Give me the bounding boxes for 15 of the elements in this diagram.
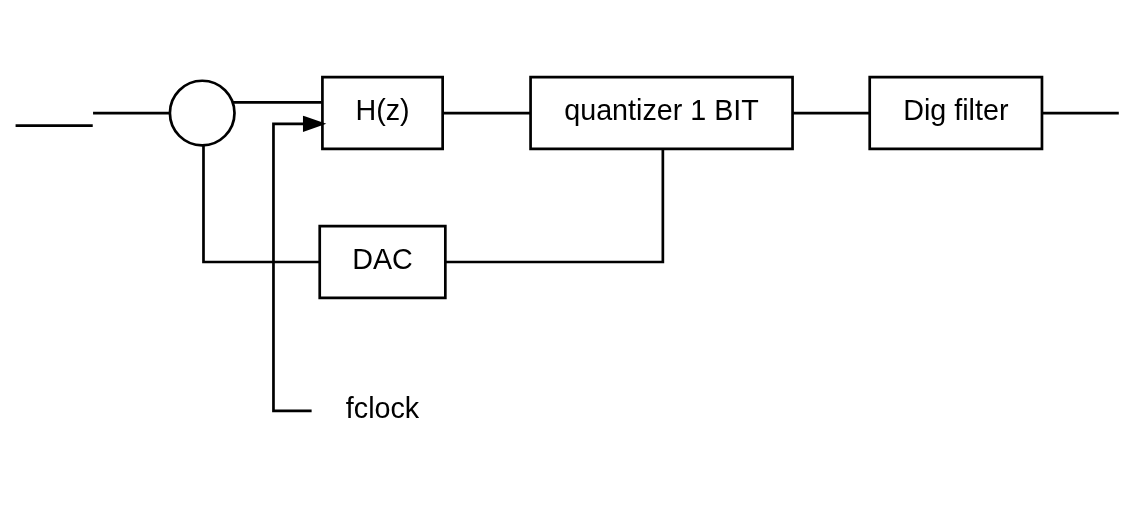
node-circle	[168, 79, 236, 147]
connector	[1042, 111, 1119, 115]
connector	[93, 111, 170, 115]
node-box: Dig filter	[868, 75, 1044, 151]
connector	[443, 111, 531, 115]
node-switch	[15, 124, 93, 127]
connector	[202, 145, 320, 264]
node-box: DAC	[318, 224, 447, 300]
connector	[793, 111, 870, 115]
node-text: fclock	[345, 391, 420, 424]
connector	[445, 149, 665, 264]
connector	[232, 100, 322, 104]
node-box: quantizer 1 BIT	[529, 75, 794, 151]
node-box: H(z)	[321, 75, 444, 151]
arrow	[272, 115, 327, 413]
